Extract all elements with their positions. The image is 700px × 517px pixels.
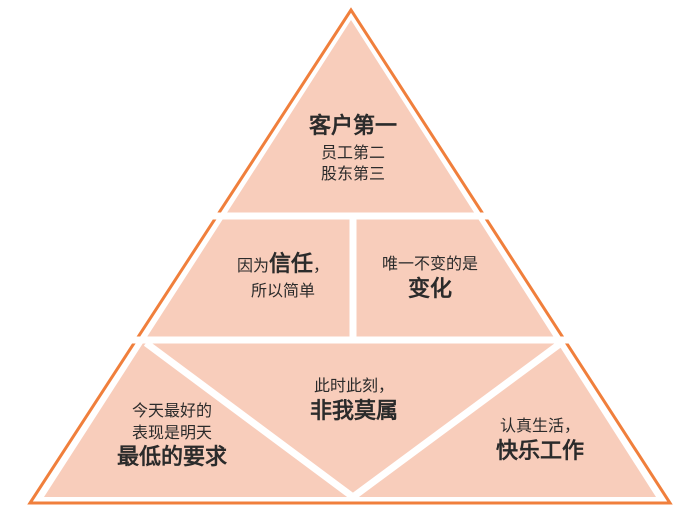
divider-inverted-triangle [143, 340, 564, 502]
middle-left-line2: 所以简单 [250, 280, 316, 300]
middle-left-emphasis: 信任 [268, 252, 314, 277]
bottom-left-line1: 今天最好的 [131, 401, 213, 420]
middle-left-suffix: ， [313, 256, 330, 275]
middle-right-emphasis: 变化 [407, 276, 453, 302]
middle-left-line1: 因为信任， [237, 250, 329, 280]
bottom-left-line2: 表现是明天 [131, 422, 213, 442]
pyramid-outline [27, 7, 673, 505]
middle-right-line1: 唯一不变的是 [381, 254, 479, 273]
bottom-center-label: 此时此刻， 非我莫属 [310, 375, 398, 426]
top-tier-label: 客户第一 员工第二 股东第三 [309, 112, 397, 185]
bottom-left-label: 今天最好的 表现是明天 最低的要求 [117, 400, 227, 473]
middle-left-prefix: 因为 [236, 256, 269, 275]
top-tier-line3: 股东第三 [320, 164, 386, 184]
top-tier-title: 客户第一 [308, 114, 398, 139]
bottom-center-line1: 此时此刻， [313, 376, 395, 395]
middle-left-label: 因为信任， 所以简单 [237, 250, 329, 301]
middle-right-label: 唯一不变的是 变化 [382, 253, 478, 304]
bottom-center-emphasis: 非我莫属 [309, 398, 399, 424]
bottom-right-emphasis: 快乐工作 [495, 438, 585, 464]
top-tier-line2: 员工第二 [320, 142, 386, 162]
bottom-left-emphasis: 最低的要求 [116, 445, 228, 471]
bottom-right-label: 认真生活， 快乐工作 [496, 415, 584, 466]
bottom-right-line1: 认真生活， [499, 416, 581, 435]
